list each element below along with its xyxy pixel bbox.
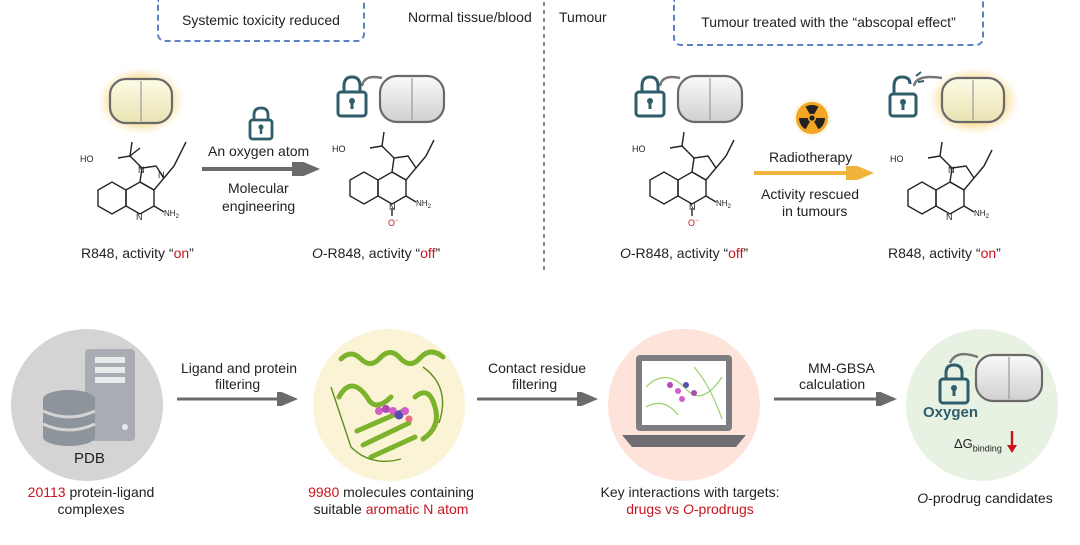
mm-gbsa-label-2: calculation bbox=[799, 376, 866, 392]
r848-structure: HO N N N NH2 bbox=[80, 141, 187, 222]
tumour-label: Tumour bbox=[559, 9, 607, 25]
systemic-toxicity-box: Systemic toxicity reduced bbox=[157, 0, 365, 42]
contact-residue-arrow bbox=[477, 392, 598, 406]
mm-gbsa-arrow bbox=[774, 392, 897, 406]
docking-laptop-illustration bbox=[608, 329, 760, 481]
molecular-engineering-arrow bbox=[202, 162, 320, 176]
active-pill-icon bbox=[97, 67, 185, 135]
svg-text:HO: HO bbox=[632, 144, 646, 154]
svg-text:HO: HO bbox=[332, 144, 346, 154]
r848-structure-tumour: HO N N NH2 bbox=[890, 141, 993, 222]
molecular-label: Molecular bbox=[228, 180, 289, 196]
svg-text:O−: O− bbox=[688, 218, 699, 228]
svg-text:N: N bbox=[946, 212, 953, 222]
padlock-icon bbox=[248, 106, 274, 141]
svg-text:N: N bbox=[689, 202, 696, 212]
ligand-filter-label-1: Ligand and protein bbox=[181, 360, 297, 376]
in-tumours-label: in tumours bbox=[782, 203, 848, 219]
abscopal-effect-box: Tumour treated with the “abscopal effect… bbox=[673, 0, 984, 46]
locked-pill-icon-tumour bbox=[634, 74, 744, 124]
key-interactions-caption: Key interactions with targets: drugs vs … bbox=[600, 484, 780, 517]
hydroxyl-label: HO bbox=[80, 154, 94, 164]
r848-caption: R848, activity “on” bbox=[81, 245, 194, 261]
lock-icon bbox=[336, 75, 368, 118]
radiation-icon bbox=[792, 98, 832, 138]
svg-text:HO: HO bbox=[890, 154, 904, 164]
molecule-count-caption: 9980 molecules containing suitable aroma… bbox=[308, 484, 474, 517]
database-icon bbox=[42, 390, 96, 446]
ligand-spheres bbox=[375, 405, 413, 423]
svg-text:O−: O− bbox=[388, 218, 399, 228]
unlocked-lock-icon bbox=[888, 71, 925, 118]
pdb-caption: 20113 protein-ligand complexes bbox=[27, 484, 155, 517]
svg-text:NH2: NH2 bbox=[164, 209, 180, 220]
pdb-label: PDB bbox=[74, 450, 105, 467]
oxygen-label: Oxygen bbox=[923, 404, 979, 421]
laptop-icon bbox=[622, 355, 746, 447]
prodrug-candidates-caption: O-prodrug candidates bbox=[917, 490, 1053, 506]
ligand-filter-label-2: filtering bbox=[215, 376, 261, 392]
ligand-filter-arrow bbox=[177, 392, 298, 406]
decrease-arrow-icon bbox=[1007, 431, 1017, 453]
locked-pill-icon bbox=[336, 74, 446, 124]
o-r848-caption-tumour: O-R848, activity “off” bbox=[620, 245, 749, 261]
abscopal-effect-label: Tumour treated with the “abscopal effect… bbox=[701, 14, 956, 30]
o-r848-structure-tumour: HO N NH2 O− bbox=[632, 131, 735, 228]
unlocked-active-pill-icon bbox=[888, 67, 1020, 135]
radiotherapy-arrow bbox=[754, 166, 874, 180]
prodrug-lock-icon bbox=[938, 363, 970, 405]
svg-text:N: N bbox=[136, 212, 143, 222]
svg-text:N: N bbox=[948, 165, 955, 175]
svg-text:NH2: NH2 bbox=[974, 209, 990, 220]
pdb-database-illustration bbox=[11, 329, 163, 481]
contact-residue-label-1: Contact residue bbox=[488, 360, 587, 376]
activity-rescued-label: Activity rescued bbox=[761, 186, 860, 202]
oxygen-prodrug-illustration bbox=[906, 329, 1058, 481]
radiotherapy-label: Radiotherapy bbox=[769, 149, 853, 165]
svg-text:NH2: NH2 bbox=[716, 199, 732, 210]
svg-text:N: N bbox=[158, 170, 165, 180]
svg-text:NH2: NH2 bbox=[416, 199, 432, 210]
contact-residue-label-2: filtering bbox=[512, 376, 558, 392]
region-divider bbox=[543, 2, 545, 270]
server-icon bbox=[85, 349, 135, 441]
mm-gbsa-label-1: MM-GBSA bbox=[808, 360, 875, 376]
engineering-label: engineering bbox=[222, 198, 296, 214]
protein-structure-illustration bbox=[313, 329, 465, 481]
o-r848-caption: O-R848, activity “off” bbox=[312, 245, 441, 261]
o-r848-structure: HO N NH2 O− bbox=[332, 131, 435, 228]
svg-text:N: N bbox=[138, 165, 145, 175]
svg-text:N: N bbox=[389, 202, 396, 212]
delta-g-binding-label: ΔGbinding bbox=[954, 436, 1002, 454]
systemic-toxicity-label: Systemic toxicity reduced bbox=[182, 12, 340, 28]
oxygen-atom-label: An oxygen atom bbox=[208, 143, 310, 159]
normal-tissue-label: Normal tissue/blood bbox=[408, 9, 532, 25]
r848-caption-tumour: R848, activity “on” bbox=[888, 245, 1001, 261]
